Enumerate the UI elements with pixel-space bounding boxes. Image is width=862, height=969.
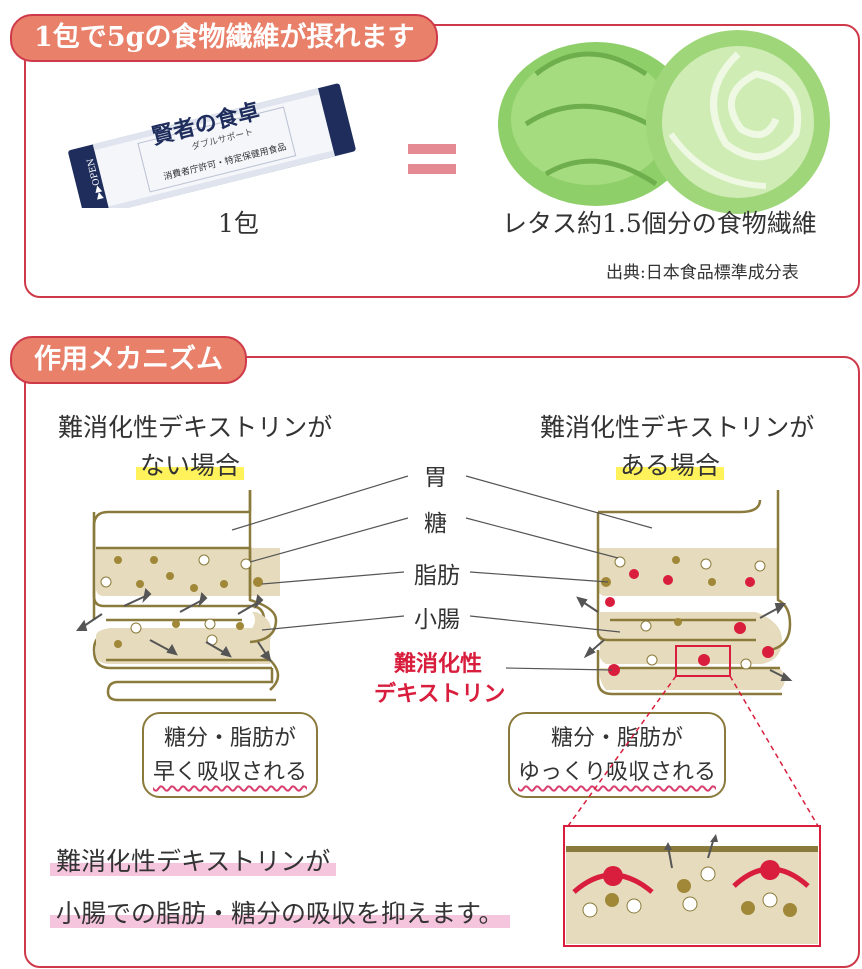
label-dextrin-1: 難消化性 <box>394 651 483 677</box>
mechanism-diagram <box>76 475 793 702</box>
left-heading: 難消化性デキストリンが <box>58 413 333 442</box>
zoom-detail <box>563 675 821 947</box>
right-result-bubble: 糖分・脂肪が ゆっくり吸収される <box>508 712 726 798</box>
leader-lines <box>231 475 653 671</box>
left-heading-case: ない場合 <box>136 446 245 482</box>
label-sugar: 糖 <box>424 511 447 537</box>
left-absorption-arrows <box>76 587 272 662</box>
right-particles <box>601 556 774 676</box>
left-stomach-content <box>96 548 280 596</box>
summary-line-2: 小腸での脂肪・糖分の吸収を抑えます。 <box>50 894 510 930</box>
left-particles <box>100 554 263 648</box>
source-note: 出典:日本食品標準成分表 <box>606 263 799 283</box>
label-fat: 脂肪 <box>414 563 460 589</box>
right-heading-case: ある場合 <box>616 446 725 482</box>
mechanism-tab-title: 作用メカニズム <box>10 336 247 384</box>
label-stomach: 胃 <box>424 465 447 491</box>
left-result-bubble: 糖分・脂肪が 早く吸収される <box>142 712 318 798</box>
right-heading: 難消化性デキストリンが <box>540 413 815 442</box>
label-dextrin-2: デキストリン <box>374 681 506 707</box>
lettuce-label: レタス約1.5個分の食物繊維 <box>502 209 817 238</box>
equals-icon <box>408 144 456 154</box>
zoom-box <box>675 645 731 677</box>
lettuce-image <box>498 30 830 214</box>
fiber-tab-title: 1包で5gの食物繊維が摂れます <box>10 14 439 62</box>
product-stick-image <box>68 83 356 208</box>
one-pack-label: 1包 <box>218 209 259 238</box>
right-absorption-arrows <box>576 596 793 681</box>
label-intestine: 小腸 <box>414 607 460 633</box>
left-intestine <box>92 490 276 702</box>
summary-line-1: 難消化性デキストリンが <box>50 842 337 878</box>
